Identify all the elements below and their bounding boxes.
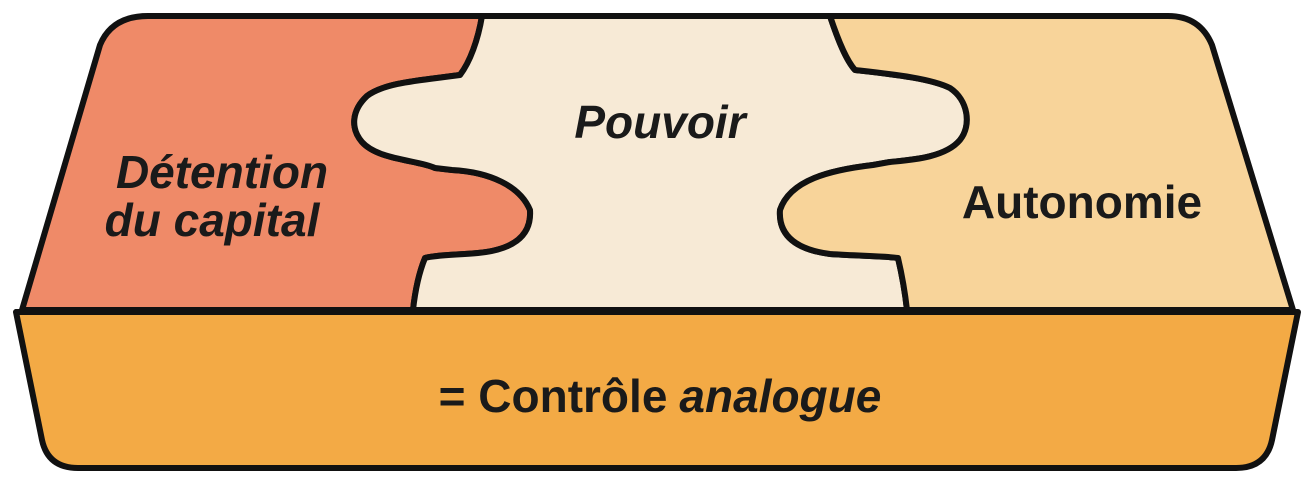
piece-middle-label: Pouvoir	[574, 96, 747, 148]
base-block	[13, 309, 1301, 471]
base-label-prefix: = Contrôle	[439, 370, 668, 422]
piece-left-label-line1: Détention	[116, 146, 328, 198]
base-label-suffix: analogue	[679, 370, 881, 422]
piece-right-label: Autonomie	[962, 176, 1202, 228]
piece-right	[776, 13, 1296, 313]
piece-left-label-line2: du capital	[105, 194, 321, 246]
